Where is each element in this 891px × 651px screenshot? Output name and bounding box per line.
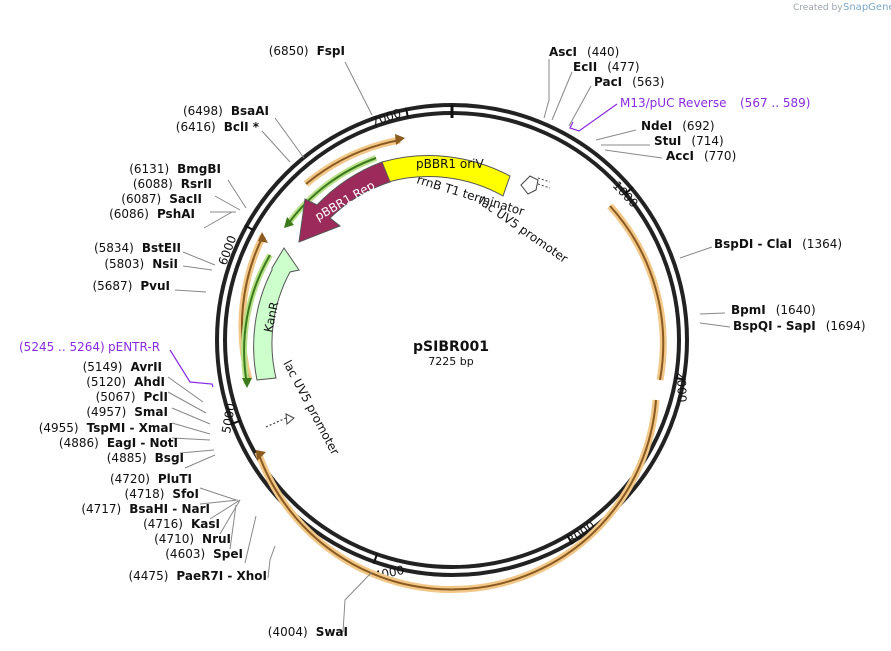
site-spei: (4603)SpeI bbox=[165, 547, 243, 561]
tick-mark-6000 bbox=[244, 224, 254, 231]
site-nsii: (5803)NsiI bbox=[104, 257, 178, 271]
kanr-label: KanR bbox=[261, 300, 281, 333]
green-arc-left-line bbox=[243, 254, 271, 385]
orf-arc-left-arrow bbox=[258, 232, 268, 243]
site-bspdi: BspDI - ClaI(1364) bbox=[714, 237, 842, 251]
site-bsgi: (4885)BsgI bbox=[107, 451, 184, 465]
tick-mark-5000 bbox=[230, 419, 241, 426]
tick-label-5000: 5000 bbox=[219, 402, 238, 435]
site-bsteii: (5834)BstEII bbox=[94, 241, 181, 255]
pbbr1-oriv-label: pBBR1 oriV bbox=[416, 157, 484, 171]
orf-arc-top-line bbox=[305, 139, 401, 185]
site-avrii: (5149)AvrII bbox=[83, 360, 162, 374]
site-ahdi: (5120)AhdI bbox=[86, 375, 165, 389]
site-fspi: (6850)FspI bbox=[269, 44, 345, 58]
m13-primer-name: M13/pUC Reverse bbox=[620, 96, 727, 110]
leader-lines bbox=[167, 59, 731, 633]
site-bpmi: BpmI(1640) bbox=[731, 303, 816, 317]
pentr-primer-name: pENTR-R bbox=[108, 340, 160, 354]
site-bcli: (6416)BclI * bbox=[176, 120, 260, 134]
site-pluti: (4720)PluTI bbox=[110, 472, 192, 486]
site-smai: (4957)SmaI bbox=[86, 405, 168, 419]
site-eagi: (4886)EagI - NotI bbox=[59, 436, 178, 450]
tick-label-7000: 7000 bbox=[370, 106, 403, 129]
tick-label-2000: 2000 bbox=[674, 372, 689, 403]
restriction-sites: AscI(440)EcII(477)PacI(563) NdeI(692)StuI… bbox=[39, 44, 866, 639]
site-paer7i: (4475)PaeR7I - XhoI bbox=[128, 569, 267, 583]
tick-mark-4000 bbox=[372, 553, 378, 565]
site-sacii: (6087)SacII bbox=[121, 192, 202, 206]
tick-mark-1000 bbox=[624, 186, 634, 195]
site-ecii: EcII(477) bbox=[573, 60, 640, 74]
site-bmgbi: (6131)BmgBI bbox=[129, 162, 221, 176]
credit-brand: SnapGene bbox=[843, 2, 891, 13]
green-arc-top-line bbox=[287, 157, 377, 225]
site-ndei: NdeI(692) bbox=[641, 119, 715, 133]
site-bsahi: (4717)BsaHI - NarI bbox=[81, 502, 210, 516]
m13-primer-mark bbox=[569, 103, 618, 132]
orf-arc-1000-line bbox=[609, 205, 665, 381]
site-pcli: (5067)PclI bbox=[96, 390, 168, 404]
credit-prefix: Created by bbox=[793, 3, 843, 13]
pentr-primer-mark bbox=[169, 349, 214, 388]
promoter-icon bbox=[265, 413, 295, 428]
site-bspqi: BspQI - SapI(1694) bbox=[733, 319, 866, 333]
site-pshai: (6086)PshAI bbox=[109, 207, 195, 221]
plasmid-name: pSIBR001 bbox=[413, 339, 489, 355]
site-bsaai: (6498)BsaAI bbox=[183, 104, 269, 118]
pbbr1-oriv-feature bbox=[381, 155, 511, 197]
site-stui: StuI(714) bbox=[654, 134, 724, 148]
site-rsrii: (6088)RsrII bbox=[133, 177, 212, 191]
tick-mark-7000 bbox=[404, 107, 409, 118]
green-arc-top-arrow bbox=[284, 217, 294, 228]
site-nrui: (4710)NruI bbox=[154, 532, 231, 546]
pentr-primer-range: (5245 .. 5264) bbox=[19, 340, 105, 354]
orf-arc-top-arrow bbox=[395, 134, 405, 145]
site-acci: AccI(770) bbox=[666, 149, 736, 163]
tick-mark-3000 bbox=[566, 535, 574, 545]
orf-arc-big-line bbox=[257, 399, 657, 591]
site-paci: PacI(563) bbox=[594, 75, 664, 89]
site-sfoi: (4718)SfoI bbox=[125, 487, 199, 501]
orf-arc-big-arrow bbox=[256, 450, 266, 461]
terminator-icon bbox=[520, 175, 551, 195]
site-pvui: (5687)PvuI bbox=[92, 279, 170, 293]
green-arc-left-arrow bbox=[242, 378, 252, 388]
site-swai: (4004)SwaI bbox=[268, 625, 348, 639]
site-asci: AscI(440) bbox=[549, 45, 619, 59]
m13-primer-range: (567 .. 589) bbox=[740, 96, 810, 110]
site-kasi: (4716)KasI bbox=[143, 517, 220, 531]
lac-promoter-label-2: lac UV5 promoter bbox=[280, 358, 342, 458]
plasmid-size: 7225 bp bbox=[428, 355, 473, 368]
tick-mark-2000 bbox=[675, 377, 686, 381]
pbbr1-rep-feature bbox=[298, 161, 391, 243]
site-tspmi: (4955)TspMI - XmaI bbox=[39, 421, 173, 435]
orf-arc-1000 bbox=[607, 203, 667, 381]
kanr-feature bbox=[253, 247, 300, 381]
